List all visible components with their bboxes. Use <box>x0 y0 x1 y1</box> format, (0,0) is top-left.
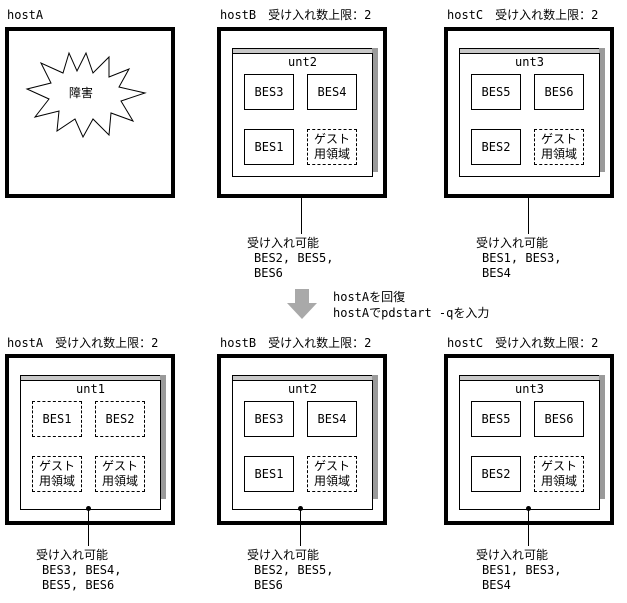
bottom-hostC-box: unt3 BES5 BES6 BES2 ゲスト 用領域 <box>444 354 614 525</box>
failure-burst-icon <box>25 51 147 139</box>
top-hostC-unit-label: unt3 <box>515 55 544 69</box>
bottom-hostA-label: hostA 受け入れ数上限：2 <box>7 336 159 350</box>
guest-area-line: ゲスト <box>38 459 75 473</box>
guest-area-line: ゲスト <box>540 132 577 146</box>
bottom-hostC-unit-side <box>599 375 605 499</box>
bes-box: BES6 <box>534 74 584 110</box>
bottom-hostB-unit-label: unt2 <box>288 382 317 396</box>
bes-box: BES5 <box>471 74 521 110</box>
top-hostC-label: hostC 受け入れ数上限：2 <box>447 8 599 22</box>
bes-box: BES4 <box>307 401 357 437</box>
accept-list-line: BES6 <box>254 578 283 592</box>
bottom-hostA-unit-label: unt1 <box>76 382 105 396</box>
bottom-hostA-box: unt1 BES1 BES2 ゲスト 用領域 ゲスト 用領域 <box>5 354 175 525</box>
bes-box: BES3 <box>244 401 294 437</box>
top-hostC-accept: 受け入れ可能 BES1, BES3, BES4 <box>476 236 561 281</box>
top-hostB-unit-label: unt2 <box>288 55 317 69</box>
bottom-hostC-unit-label: unt3 <box>515 382 544 396</box>
bottom-hostA-unit-side <box>160 375 166 499</box>
accept-title: 受け入れ可能 <box>36 548 109 562</box>
failure-label: 障害 <box>69 86 94 100</box>
accept-list-line: BES1, BES3, <box>482 251 562 265</box>
transition-line1: hostAを回復 <box>333 290 406 304</box>
accept-list-line: BES5, BES6 <box>42 578 115 592</box>
accept-title: 受け入れ可能 <box>247 236 320 250</box>
down-arrow-icon <box>287 289 317 319</box>
bottom-hostC-accept: 受け入れ可能 BES1, BES3, BES4 <box>476 548 561 593</box>
bes-box: BES2 <box>471 129 521 165</box>
bottom-hostB-accept: 受け入れ可能 BES2, BES5, BES6 <box>247 548 333 593</box>
bottom-hostC-label: hostC 受け入れ数上限：2 <box>447 336 599 350</box>
bes-box: BES3 <box>244 74 294 110</box>
connector-line <box>528 508 529 546</box>
guest-area-line: 用領域 <box>38 474 75 488</box>
top-hostC-box: unt3 BES5 BES6 BES2 ゲスト 用領域 <box>444 27 614 198</box>
top-hostC-unit-side <box>599 48 605 172</box>
accept-title: 受け入れ可能 <box>476 236 549 250</box>
connector-line <box>301 198 302 234</box>
connector-line <box>528 198 529 234</box>
bes-box: BES1 <box>32 401 82 437</box>
connector-line <box>88 508 89 546</box>
top-hostB-accept: 受け入れ可能 BES2, BES5, BES6 <box>247 236 333 281</box>
guest-area-line: 用領域 <box>540 147 577 161</box>
guest-area-line: 用領域 <box>313 147 350 161</box>
bes-box: BES6 <box>534 401 584 437</box>
top-hostB-label: hostB 受け入れ数上限：2 <box>220 8 372 22</box>
guest-area-line: ゲスト <box>540 459 577 473</box>
top-hostA-box: 障害 <box>5 27 175 198</box>
top-hostA-label: hostA <box>7 8 44 22</box>
accept-title: 受け入れ可能 <box>476 548 549 562</box>
accept-list-line: BES2, BES5, <box>254 251 334 265</box>
transition-line2: hostAでpdstart -qを入力 <box>333 306 490 320</box>
bottom-hostB-unit: unt2 BES3 BES4 BES1 ゲスト 用領域 <box>232 380 373 510</box>
guest-area: ゲスト 用領域 <box>307 129 357 165</box>
guest-area: ゲスト 用領域 <box>95 456 145 492</box>
guest-area: ゲスト 用領域 <box>32 456 82 492</box>
guest-area-line: 用領域 <box>313 474 350 488</box>
accept-list-line: BES6 <box>254 266 283 280</box>
bes-box: BES1 <box>244 129 294 165</box>
guest-area-line: ゲスト <box>313 459 350 473</box>
bottom-hostB-unit-side <box>372 375 378 499</box>
connector-line <box>300 508 301 546</box>
bottom-hostB-label: hostB 受け入れ数上限：2 <box>220 336 372 350</box>
bottom-hostC-unit: unt3 BES5 BES6 BES2 ゲスト 用領域 <box>459 380 600 510</box>
guest-area: ゲスト 用領域 <box>534 129 584 165</box>
bottom-hostA-accept: 受け入れ可能 BES3, BES4, BES5, BES6 <box>36 548 121 593</box>
bes-box: BES5 <box>471 401 521 437</box>
bottom-hostB-box: unt2 BES3 BES4 BES1 ゲスト 用領域 <box>217 354 387 525</box>
accept-list-line: BES4 <box>482 578 511 592</box>
bes-box: BES1 <box>244 456 294 492</box>
guest-area-line: 用領域 <box>540 474 577 488</box>
accept-list-line: BES4 <box>482 266 511 280</box>
top-hostB-box: unt2 BES3 BES4 BES1 ゲスト 用領域 <box>217 27 387 198</box>
top-hostB-unit-side <box>372 48 378 172</box>
bes-box: BES4 <box>307 74 357 110</box>
guest-area-line: ゲスト <box>313 132 350 146</box>
accept-list-line: BES3, BES4, <box>42 563 122 577</box>
top-hostC-unit: unt3 BES5 BES6 BES2 ゲスト 用領域 <box>459 53 600 177</box>
guest-area-line: ゲスト <box>101 459 138 473</box>
guest-area: ゲスト 用領域 <box>307 456 357 492</box>
bes-box: BES2 <box>471 456 521 492</box>
accept-list-line: BES1, BES3, <box>482 563 562 577</box>
guest-area: ゲスト 用領域 <box>534 456 584 492</box>
guest-area-line: 用領域 <box>101 474 138 488</box>
bottom-hostA-unit: unt1 BES1 BES2 ゲスト 用領域 ゲスト 用領域 <box>20 380 161 510</box>
accept-title: 受け入れ可能 <box>247 548 320 562</box>
bes-box: BES2 <box>95 401 145 437</box>
top-hostB-unit: unt2 BES3 BES4 BES1 ゲスト 用領域 <box>232 53 373 177</box>
accept-list-line: BES2, BES5, <box>254 563 334 577</box>
